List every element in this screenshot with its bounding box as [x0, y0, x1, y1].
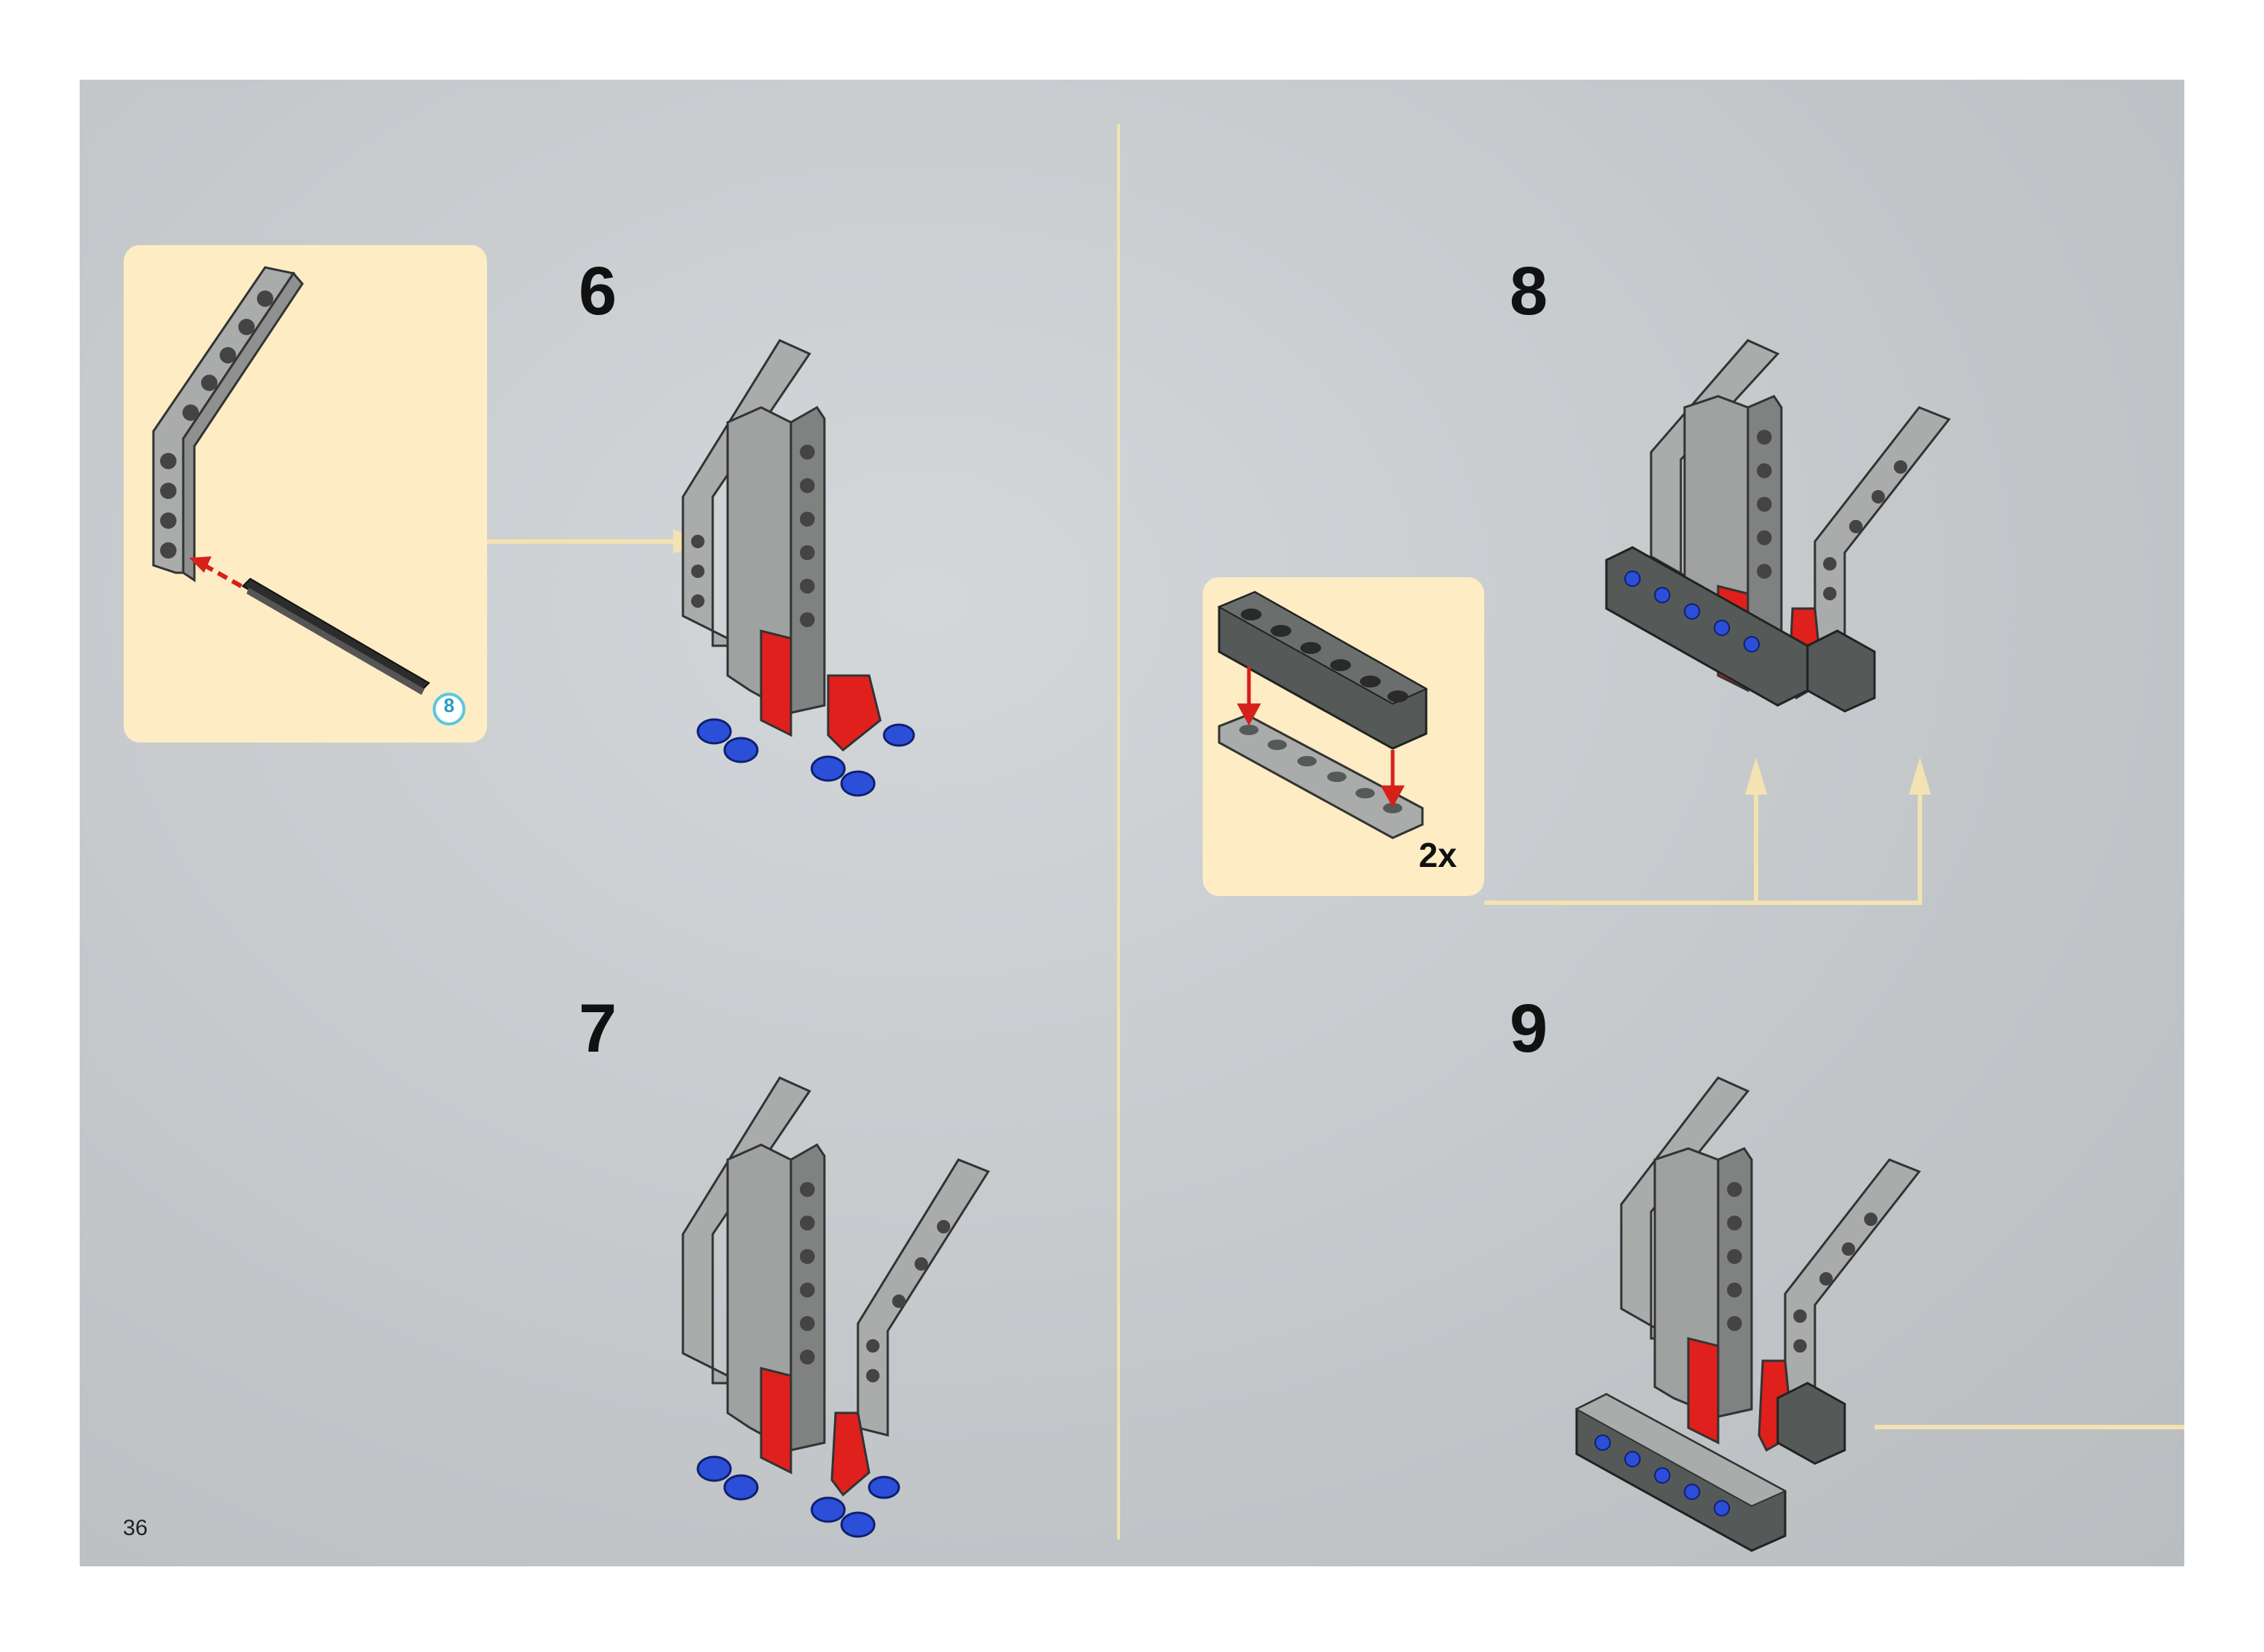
callout-step-8-parts [1217, 591, 1428, 839]
page-divider [1117, 124, 1120, 1540]
part-length-label: 8 [443, 694, 455, 717]
step-number-6: 6 [579, 253, 617, 329]
length-indicator [433, 693, 465, 725]
callout-step-6-parts [152, 266, 465, 725]
step-6-model [681, 339, 915, 797]
quantity-label: 2x [1419, 836, 1457, 874]
press-arrows [1236, 667, 1405, 808]
step-7-model [681, 1076, 990, 1538]
step-9-guide-line [1875, 1425, 2184, 1429]
axle-part [241, 577, 430, 695]
bent-liftarm-part [152, 266, 304, 582]
step-number-8: 8 [1510, 253, 1548, 329]
insert-arrow [189, 556, 243, 588]
step-number-9: 9 [1510, 991, 1548, 1067]
step-9-model [1574, 1076, 1921, 1552]
callout-step-8: 2x [1203, 577, 1484, 896]
technic-brick-part [1217, 591, 1428, 750]
callout-step-6: 8 [124, 245, 487, 743]
step-number-7: 7 [579, 991, 617, 1067]
callout-8-guide-lines [1484, 757, 1931, 905]
step-8-model [1605, 339, 1951, 713]
instruction-page: 8 6 7 [80, 80, 2184, 1566]
page-number: 36 [123, 1516, 148, 1540]
